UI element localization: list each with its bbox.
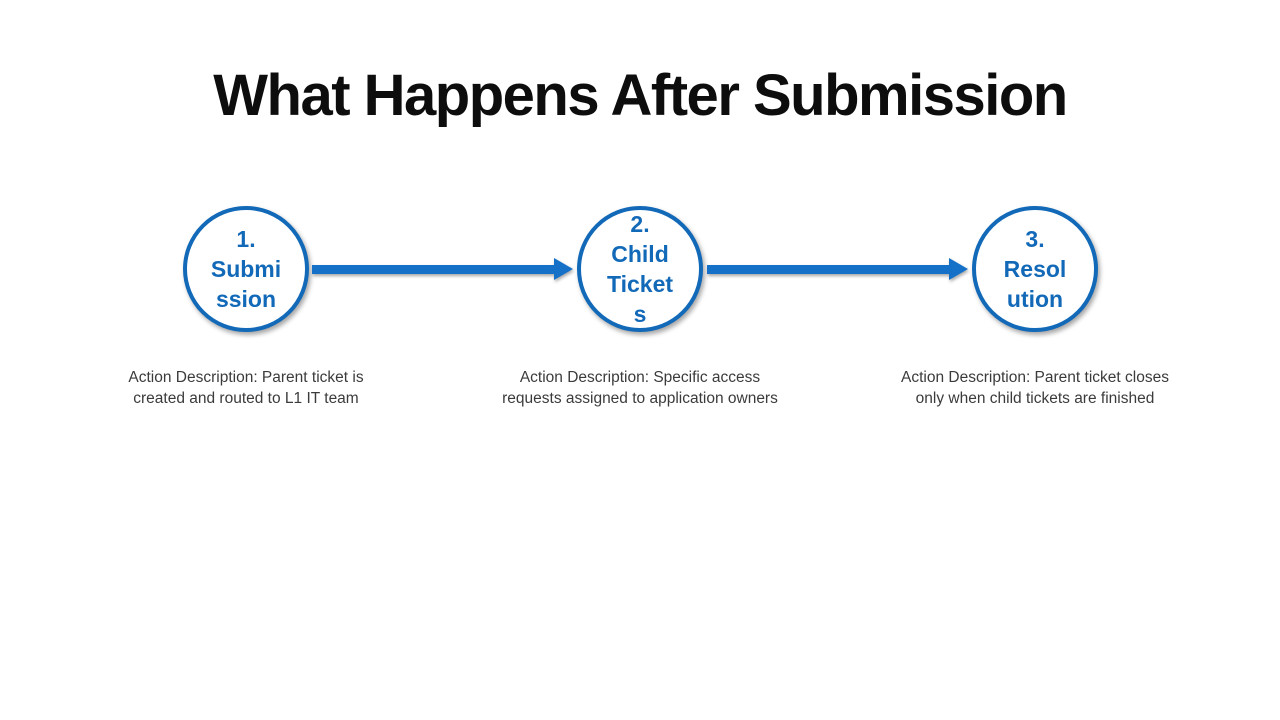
circle-text-line: Submi (210, 256, 282, 282)
arrow-shaft (312, 264, 556, 274)
step-circle-child-tickets: 2. Child Ticket s (577, 206, 703, 332)
arrow-connector-2 (707, 258, 968, 280)
step-description-submission: Action Description: Parent ticket is cre… (66, 367, 426, 409)
circle-text-line: 1. (236, 226, 256, 252)
circle-text-line: ssion (215, 286, 277, 312)
circle-text-line: 3. (1025, 226, 1045, 252)
description-line: only when child tickets are finished (915, 390, 1155, 407)
arrow-connector-1 (312, 258, 573, 280)
step-description-resolution: Action Description: Parent ticket closes… (855, 367, 1215, 409)
step-circle-submission: 1. Submi ssion (183, 206, 309, 332)
circle-text-line: Resol (1003, 256, 1067, 282)
arrow-shaft (707, 264, 951, 274)
description-line: created and routed to L1 IT team (133, 390, 359, 407)
description-line: Action Description: Specific access (519, 369, 761, 386)
circle-text-line: 2. (630, 211, 650, 237)
step-circle-resolution: 3. Resol ution (972, 206, 1098, 332)
circle-text-line: ution (1006, 286, 1064, 312)
arrow-right-icon (949, 258, 968, 280)
circle-text-line: Child (611, 241, 669, 267)
arrow-right-icon (554, 258, 573, 280)
circle-text-line: Ticket (606, 271, 674, 297)
page-title: What Happens After Submission (213, 63, 1068, 128)
description-line: Action Description: Parent ticket is (128, 369, 364, 386)
description-line: requests assigned to application owners (502, 390, 778, 407)
step-description-child-tickets: Action Description: Specific access requ… (460, 367, 820, 409)
description-line: Action Description: Parent ticket closes (901, 369, 1169, 386)
circle-text-line: s (633, 301, 647, 327)
